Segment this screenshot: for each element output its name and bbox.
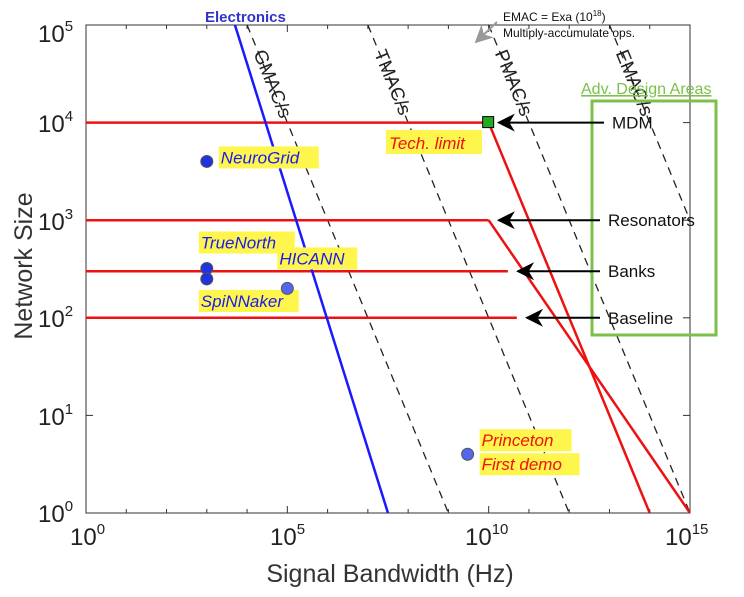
- system-label: HICANN: [279, 249, 345, 268]
- y-tick-label: 102: [38, 303, 73, 333]
- y-tick-labels: 100 101 102 103 104 105: [38, 18, 73, 528]
- design-area-label: MDM: [612, 114, 653, 133]
- x-tick-labels: 100 105 1010 1015: [70, 521, 708, 551]
- y-tick-label: 100: [38, 498, 73, 528]
- system-label: NeuroGrid: [221, 148, 300, 167]
- x-axis-label: Signal Bandwidth (Hz): [266, 560, 513, 588]
- y-tick-label: 104: [38, 108, 73, 138]
- design-area-label: Resonators: [608, 211, 695, 230]
- electronics-label: Electronics: [205, 9, 286, 26]
- system-label-highlight: [277, 247, 358, 270]
- iso-line: [246, 25, 450, 513]
- system-label: First demo: [482, 455, 562, 474]
- x-tick-label: 100: [70, 521, 105, 551]
- iso-line-label: GMAC/s: [248, 47, 295, 121]
- tech-limit-highlight: [386, 130, 482, 154]
- emac-note-arrow: [474, 21, 498, 44]
- x-tick-label: 105: [270, 521, 305, 551]
- system-label-highlight: [198, 231, 295, 254]
- y-tick-label: 103: [38, 206, 73, 236]
- system-label-highlight: [198, 289, 299, 312]
- y-axis-label: Network Size: [10, 192, 38, 339]
- emac-note-line1: EMAC = Exa (1018): [503, 9, 606, 24]
- iso-line: [488, 25, 690, 513]
- design-areas-box: [590, 99, 718, 337]
- design-area-label: Banks: [608, 262, 655, 281]
- iso-line: [608, 25, 690, 222]
- system-point: [200, 154, 214, 168]
- system-label-highlight: [479, 429, 572, 452]
- y-tick-label: 105: [38, 18, 73, 48]
- system-label-highlight: [479, 453, 580, 476]
- system-label: TrueNorth: [201, 233, 276, 252]
- x-tick-label: 1015: [665, 521, 708, 551]
- emac-note: EMAC = Exa (1018) Multiply-accumulate op…: [474, 9, 635, 44]
- x-tick-label: 1010: [465, 521, 508, 551]
- mdm-marker: [482, 116, 495, 129]
- y-tick-label: 101: [38, 401, 73, 431]
- tech-limit-label: Tech. limit: [389, 134, 466, 153]
- system-label-highlight: [218, 146, 319, 169]
- system-point: [280, 281, 294, 295]
- system-label: SpiNNaker: [201, 292, 285, 311]
- plot-frame: [85, 24, 691, 514]
- iso-line-label: TMAC/s: [369, 47, 415, 118]
- iso-line-label: PMAC/s: [490, 47, 536, 119]
- system-point: [461, 447, 475, 461]
- design-areas-title: Adv. Design Areas: [581, 81, 711, 98]
- emac-note-line2: Multiply-accumulate ops.: [503, 26, 635, 40]
- system-label: Princeton: [482, 431, 554, 450]
- design-area-label: Baseline: [608, 309, 673, 328]
- system-point: [200, 272, 214, 286]
